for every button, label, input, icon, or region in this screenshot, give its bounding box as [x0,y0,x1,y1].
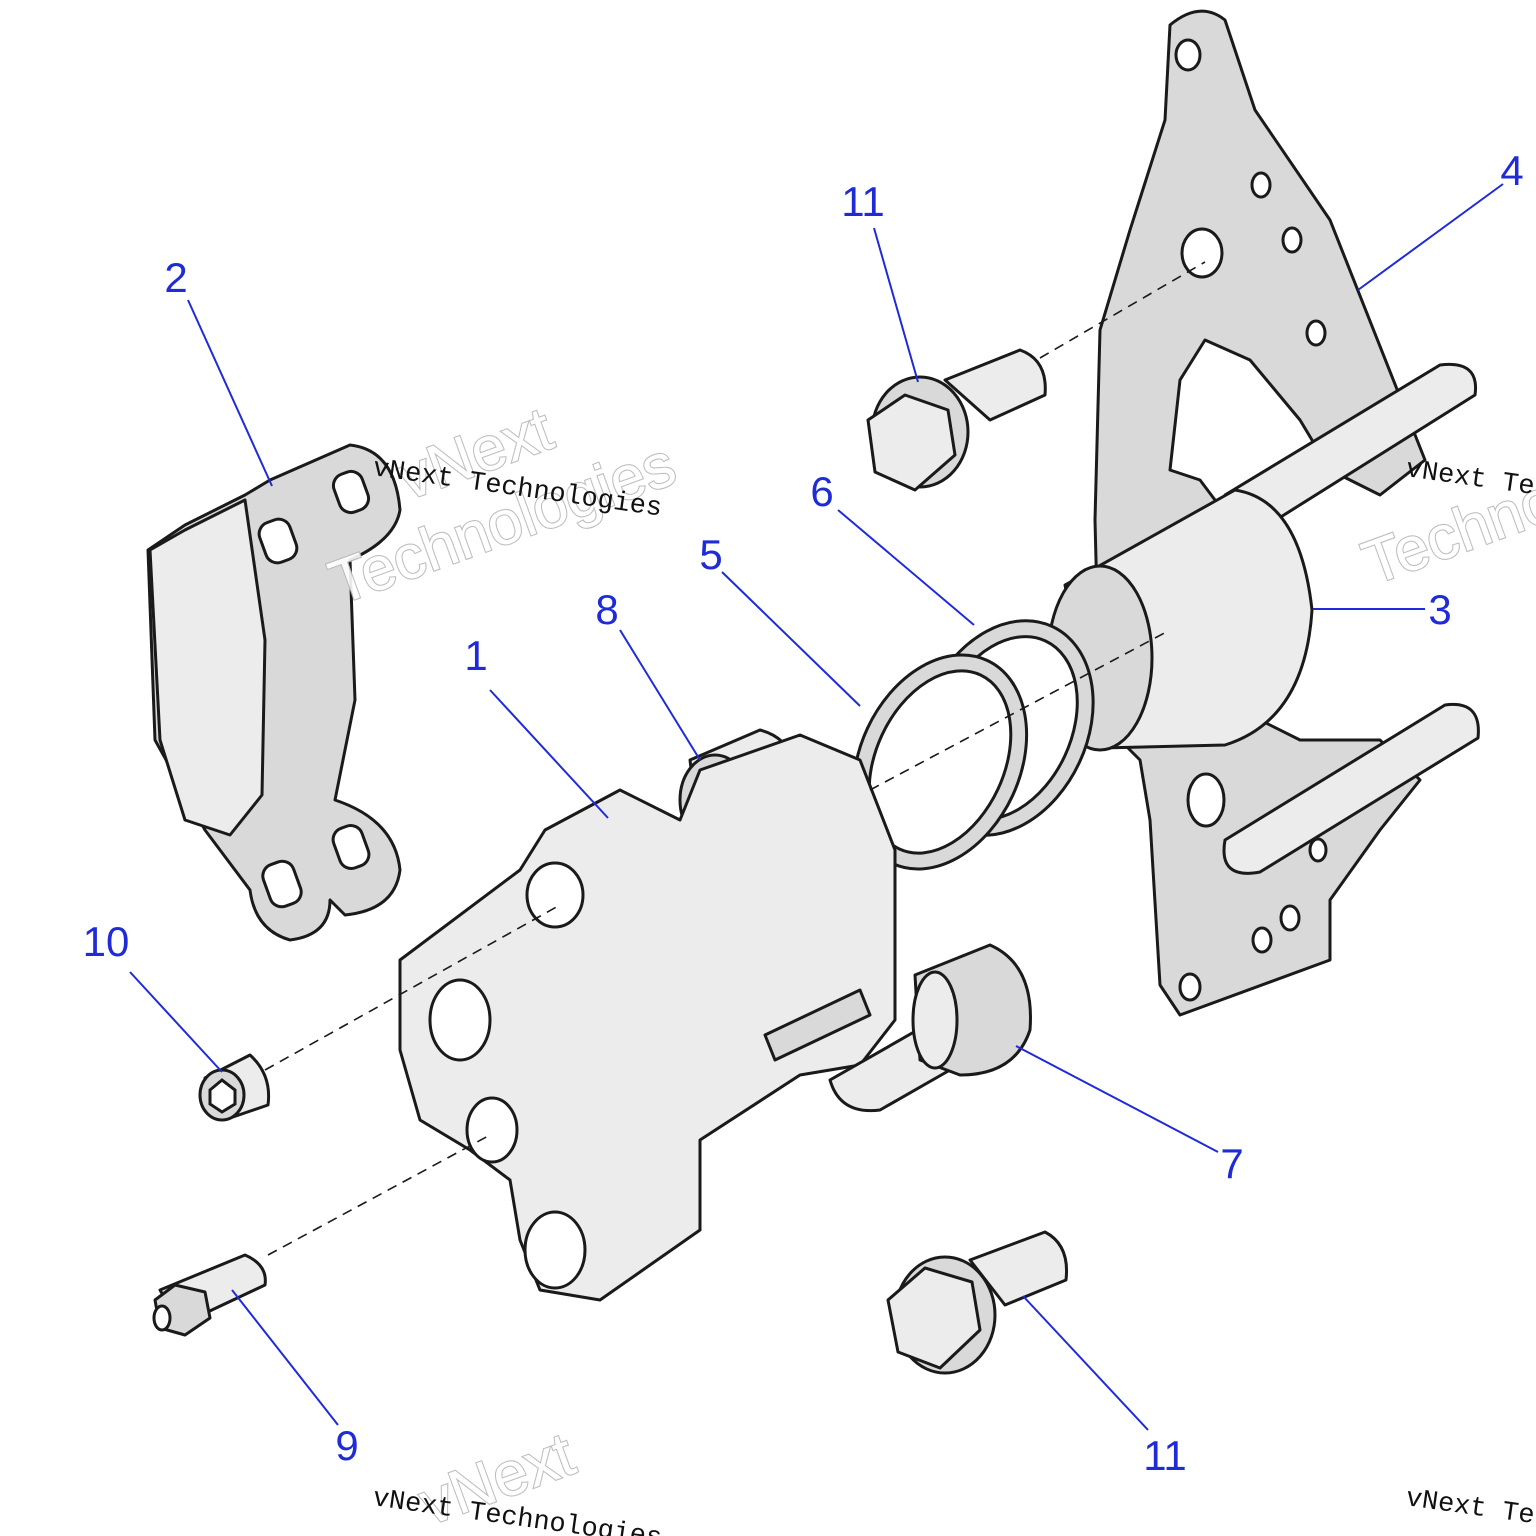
leader-line-11-upper [873,227,919,383]
callout-8: 8 [595,586,618,633]
leader-line-10 [129,971,223,1073]
assembly-axis-plug [264,904,561,1071]
part-1-caliper-body [398,733,897,1302]
callout-10: 10 [83,918,130,965]
part-5-dust-seal [851,653,1029,871]
watermark-small-bottom-right: vNext Te [1404,1484,1536,1532]
callout-1: 1 [464,632,487,679]
callout-3: 3 [1428,586,1451,633]
callout-7: 7 [1220,1140,1243,1187]
part-9-bleeder-screw [152,1253,267,1337]
callout-11-lower: 11 [1143,1432,1187,1479]
part-2-brake-pads [146,443,402,942]
leader-line-11-lower [1022,1295,1149,1431]
leader-line-2 [187,299,273,487]
leader-line-9 [231,1289,339,1426]
assembly-axis-bolt-upper [1039,261,1206,359]
leader-line-6 [837,509,975,626]
part-10-plug [198,1053,271,1122]
part-4-mounting-bracket [1093,9,1480,1017]
part-11-lower-bolt [886,1230,1069,1375]
callout-5: 5 [699,531,722,578]
part-7-guide-pin-boot [828,943,1032,1113]
assembly-axis-piston [869,629,1171,791]
callout-4: 4 [1500,147,1523,194]
leader-line-1 [489,689,609,819]
assembly-axis-bleeder [267,1134,491,1256]
leader-line-7 [1015,1045,1219,1153]
part-11-upper-bolt [866,348,1047,492]
callout-11-upper: 11 [841,178,885,225]
leader-line-8 [619,629,701,761]
callout-2: 2 [164,254,187,301]
leader-line-5 [721,571,861,707]
callout-9: 9 [335,1422,358,1469]
callout-6: 6 [810,468,833,515]
leader-line-4 [1357,183,1504,291]
